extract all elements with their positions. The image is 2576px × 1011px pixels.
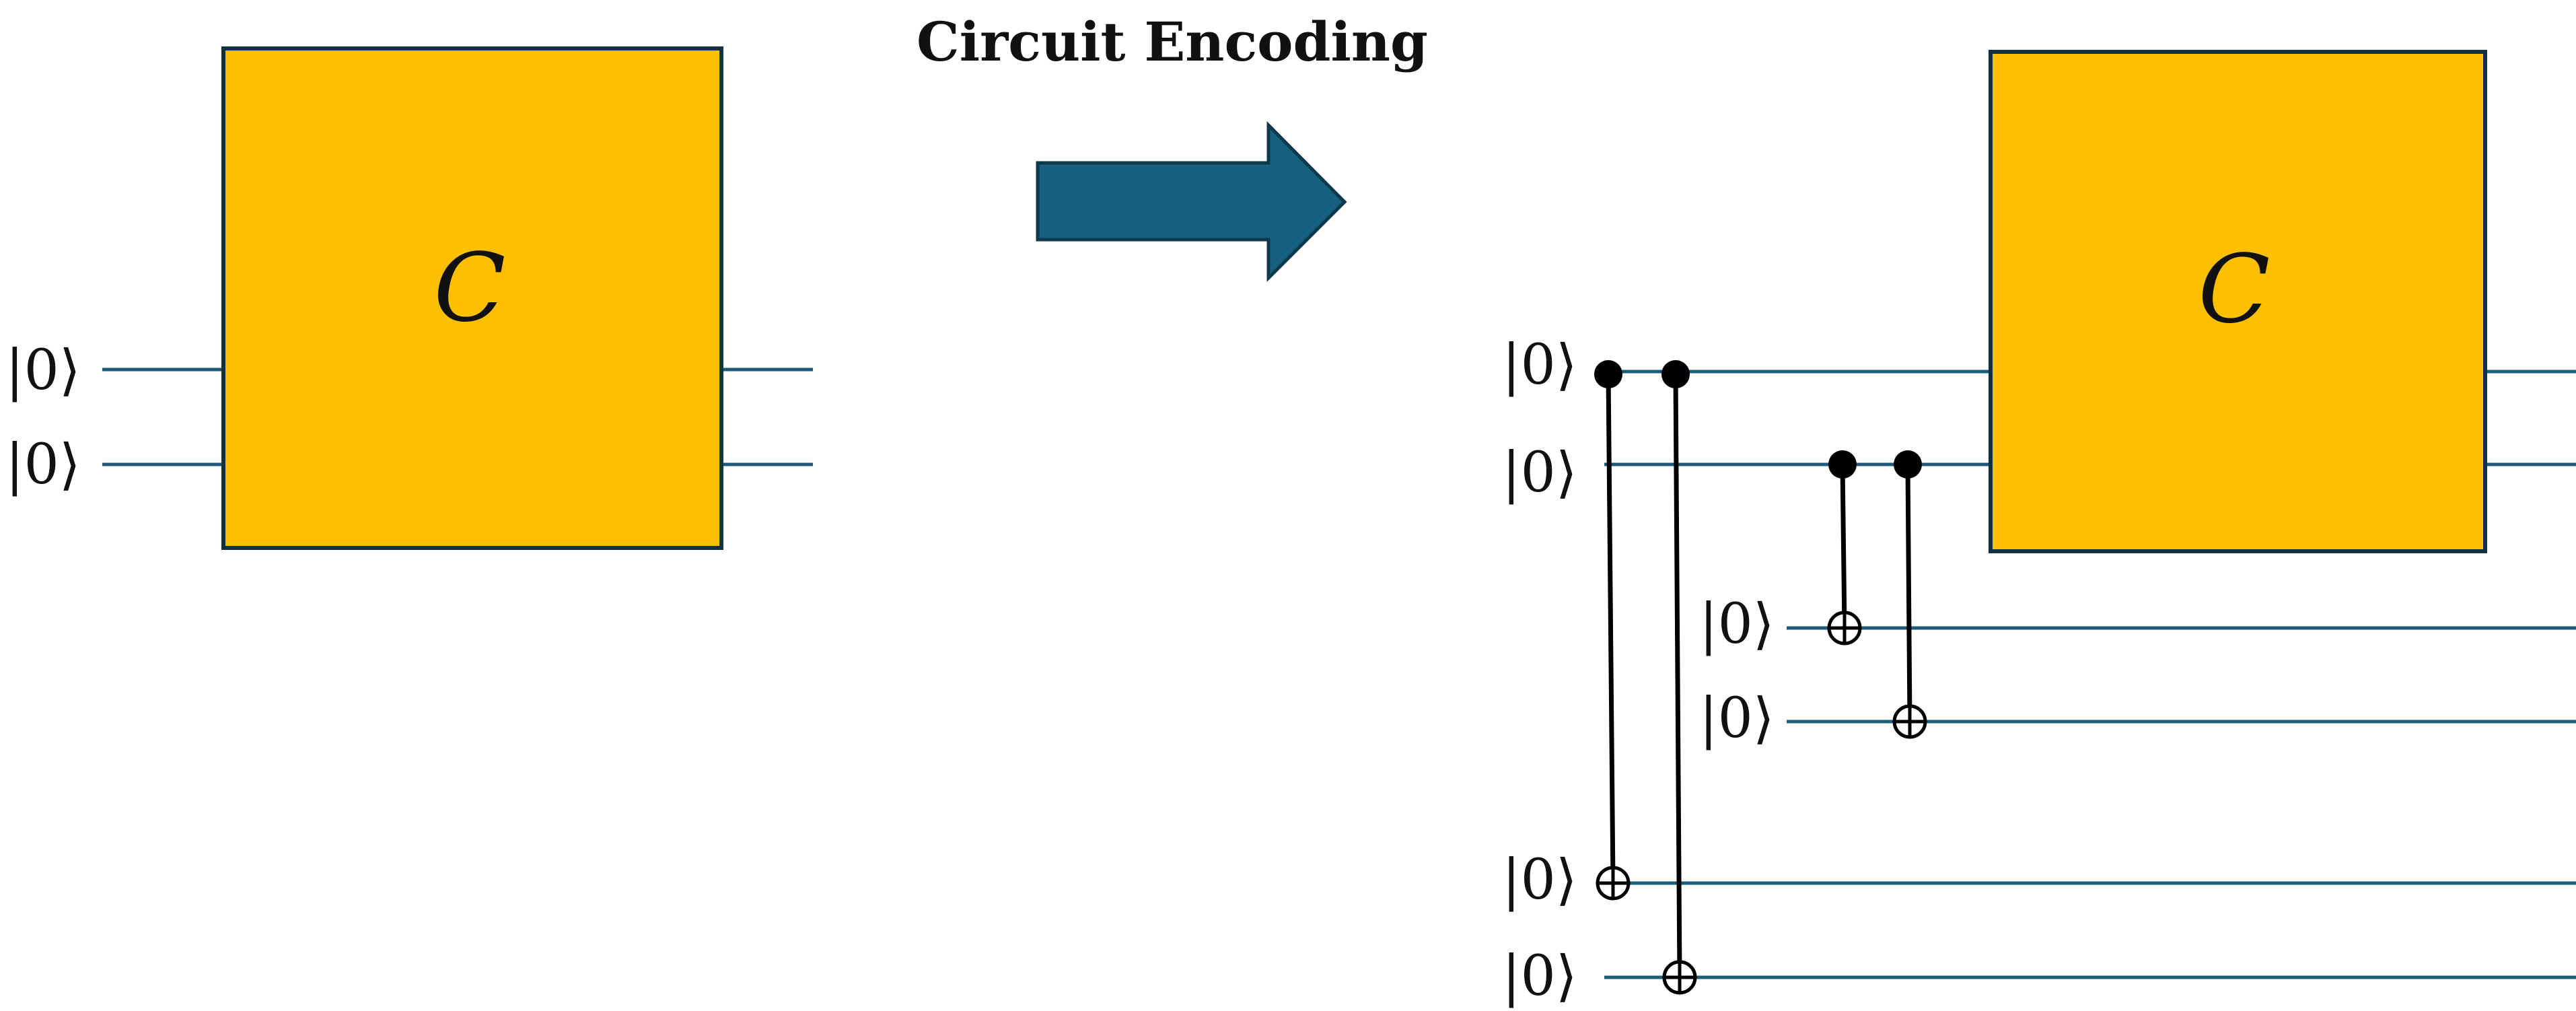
left-input-ket-2: |0⟩	[5, 433, 81, 497]
cnot-2-control-dot	[1661, 360, 1690, 388]
cnot-3-control-dot	[1828, 450, 1857, 479]
right-input-ket-data-2: |0⟩	[1502, 441, 1577, 505]
left-input-ket-1: |0⟩	[5, 339, 81, 403]
left-gate-label: C	[433, 234, 505, 343]
right-input-ket-ancilla-1: |0⟩	[1699, 592, 1775, 656]
cnot-1-control-line	[1606, 374, 1616, 884]
diagram-title: Circuit Encoding	[917, 10, 1428, 73]
cnot-4-control-dot	[1894, 450, 1922, 479]
cnot-gate-3	[1827, 450, 1862, 646]
right-gate-box	[1989, 50, 2487, 553]
left-gate-box	[221, 46, 723, 550]
right-input-ket-ancilla-3: |0⟩	[1502, 848, 1577, 912]
cnot-gate-1	[1594, 360, 1631, 901]
right-input-ket-data-1: |0⟩	[1502, 333, 1577, 397]
cnot-gate-2	[1661, 360, 1697, 995]
cnot-1-control-dot	[1594, 360, 1622, 388]
cnot-gate-4	[1892, 450, 1927, 739]
right-gate-label: C	[2198, 235, 2270, 345]
right-input-ket-ancilla-4: |0⟩	[1502, 944, 1577, 1008]
cnot-4-control-line	[1905, 464, 1912, 722]
right-arrow-icon	[1036, 120, 1347, 283]
cnot-3-control-line	[1840, 464, 1847, 629]
left-circuit: |0⟩ |0⟩ C	[5, 46, 813, 550]
cnot-2-control-line	[1673, 374, 1682, 978]
right-input-ket-ancilla-2: |0⟩	[1699, 687, 1775, 751]
right-circuit: |0⟩ |0⟩ |0⟩ |0⟩ |0⟩ |0⟩	[1502, 50, 2576, 1008]
